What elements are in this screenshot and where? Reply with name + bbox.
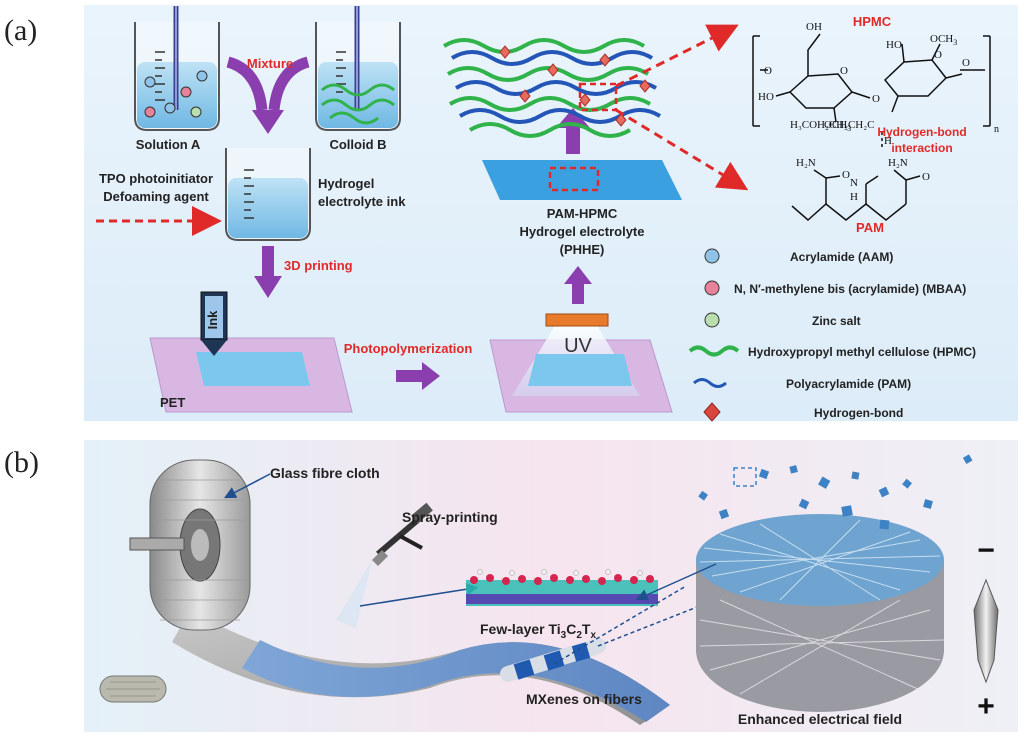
legend-item-mbaa: N, N′-methylene bis (acrylamide) (MBAA): [704, 280, 966, 296]
mixture-arrow: [226, 56, 310, 134]
tpo-label-line1: TPO photoinitiator: [99, 171, 213, 186]
legend-label-hpmc: Hydroxypropyl methyl cellulose (HPMC): [748, 345, 976, 359]
beaker-hydrogel-ink: [225, 148, 311, 241]
mixture-label: Mixture: [247, 56, 293, 71]
legend-swatch-pam: [693, 378, 727, 388]
panel-a-letter: (a): [4, 14, 38, 47]
printing-arrow: [254, 246, 282, 298]
chem-side-chain: H₃COH₂CH₂CH₂C: [790, 119, 874, 131]
colloid-b-label: Colloid B: [329, 137, 386, 152]
few-layer-label: Few-layer Ti3C2Tx: [480, 621, 596, 641]
phhe-label-line2: Hydrogel electrolyte: [520, 224, 645, 239]
pet-substrate: [149, 291, 353, 413]
chem-o-2: O: [840, 65, 848, 77]
glass-fibre-pointer: [224, 473, 271, 499]
tpo-label-line2: Defoaming agent: [103, 189, 209, 204]
solution-a-label: Solution A: [136, 137, 201, 152]
chem-och3-1: OCH3: [824, 119, 851, 133]
ink-cartridge-label: Ink: [205, 310, 220, 330]
hpmc-chem-label: HPMC: [853, 14, 892, 29]
legend-swatch-aam: [704, 248, 720, 264]
chem-ho-1: HO: [758, 91, 774, 103]
beaker-solution-a: [134, 6, 220, 131]
chem-o-1: O: [764, 65, 772, 77]
phhe-label-line3: (PHHE): [560, 242, 605, 257]
chem-h2n-1: H₂N: [796, 157, 816, 169]
chemical-structure: [752, 33, 991, 221]
spray-gun-icon: [336, 502, 433, 628]
fiber-zoom-line-2: [597, 597, 721, 647]
chem-n-1: N: [850, 177, 858, 189]
chem-oh: OH: [806, 21, 822, 33]
legend-swatch-hpmc: [688, 345, 740, 357]
photopolymerization-label: Photopolymerization: [344, 341, 473, 356]
photopolymerization-arrow: [396, 362, 440, 390]
mxenes-label: MXenes on fibers: [526, 691, 642, 707]
ink-label-line2: electrolyte ink: [318, 194, 406, 209]
legend-label-zinc: Zinc salt: [812, 314, 861, 328]
ink-label-line1: Hydrogel: [318, 176, 374, 191]
plus-sign: +: [977, 690, 995, 723]
glass-fibre-label: Glass fibre cloth: [270, 465, 380, 481]
legend-label-hbond: Hydrogen-bond: [814, 406, 903, 420]
zoom-line-upper: [615, 24, 739, 88]
chem-n-subscript: n: [994, 124, 999, 135]
printing-label: 3D printing: [284, 258, 353, 273]
chem-o-3: O: [872, 93, 880, 105]
minus-sign: −: [977, 534, 995, 567]
spray-pointer: [359, 583, 479, 607]
legend-item-hpmc: Hydroxypropyl methyl cellulose (HPMC): [688, 345, 976, 359]
uv-label: UV: [564, 335, 592, 357]
mxene-flakes: [698, 454, 973, 530]
panel-b-letter: (b): [4, 446, 39, 479]
phhe-label-line1: PAM-HPMC: [547, 206, 618, 221]
legend-item-zinc: Zinc salt: [704, 312, 861, 328]
chem-h2n-2: H₂N: [888, 157, 908, 169]
enhanced-field-label: Enhanced electrical field: [738, 711, 902, 727]
chem-ho-2: HO: [886, 39, 902, 51]
chem-o-pam-1: O: [842, 169, 850, 181]
chem-h-1: H: [884, 135, 892, 147]
legend-item-pam: Polyacrylamide (PAM): [693, 377, 911, 391]
legend-item-aam: Acrylamide (AAM): [704, 248, 893, 264]
legend-label-mbaa: N, N′-methylene bis (acrylamide) (MBAA): [734, 282, 966, 296]
legend: Acrylamide (AAM) N, N′-methylene bis (ac…: [688, 248, 976, 422]
spray-label: Spray-printing: [402, 509, 498, 525]
field-electrode-icon: [973, 578, 999, 684]
cure-arrow: [564, 266, 592, 304]
mxene-fiber: [500, 638, 606, 682]
hbond-label-line1: Hydrogen-bond: [877, 125, 966, 139]
flake-zoom-box: [733, 467, 757, 487]
chem-o-5: O: [962, 57, 970, 69]
legend-swatch-mbaa: [704, 280, 720, 296]
chem-h-2: H: [850, 191, 858, 203]
beaker-colloid-b: [315, 6, 401, 131]
polymer-network: [442, 38, 662, 138]
zoom-line-lower: [615, 108, 749, 191]
mat-pointer: [635, 563, 717, 601]
hydrogel-film: [482, 160, 682, 200]
fibre-mat: [696, 514, 945, 712]
ti3c2tx-layer: [466, 569, 658, 606]
fiber-zoom-line-1: [553, 585, 687, 665]
uv-curing-stage: [489, 313, 673, 413]
chem-o-pam-2: O: [922, 171, 930, 183]
legend-label-pam: Polyacrylamide (PAM): [786, 377, 911, 391]
legend-swatch-hbond: [703, 402, 721, 422]
legend-item-hbond: Hydrogen-bond: [703, 402, 903, 422]
hbond-label-line2: interaction: [891, 141, 952, 155]
pet-label: PET: [160, 395, 185, 410]
legend-swatch-zinc: [704, 312, 720, 328]
chem-och3-2: OCH3: [930, 33, 957, 47]
pam-chem-label: PAM: [856, 220, 884, 235]
chem-o-4: O: [934, 49, 942, 61]
legend-label-aam: Acrylamide (AAM): [790, 250, 893, 264]
small-fibre-spool: [99, 675, 167, 703]
